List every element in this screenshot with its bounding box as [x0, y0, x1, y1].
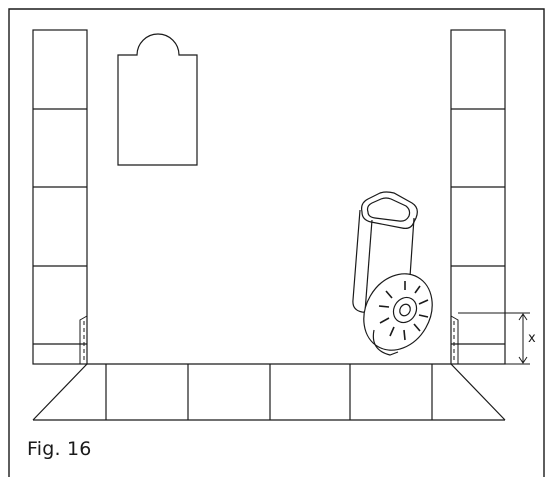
figure-caption: Fig. 16 [27, 438, 92, 460]
cutting-disc [363, 273, 433, 356]
floor [32, 363, 506, 421]
left-wall [32, 29, 88, 365]
right-wall [450, 29, 506, 365]
wall-opening-left [79, 315, 88, 365]
dimension-x-marker [458, 312, 530, 365]
disc-slots [378, 281, 429, 341]
dimension-x-label: x [528, 331, 536, 346]
arched-window [117, 33, 198, 166]
figure-border [8, 8, 545, 477]
wall-opening-right [450, 315, 459, 365]
